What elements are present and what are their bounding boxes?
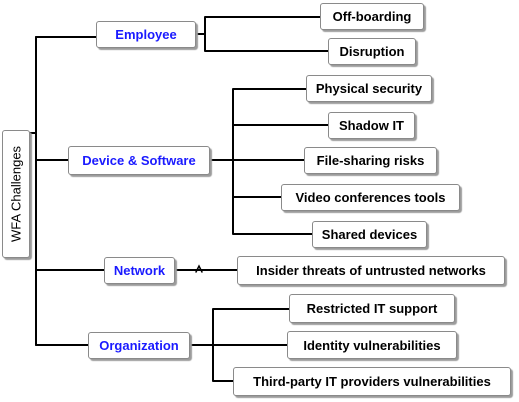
- leaf-shadow-it: Shadow IT: [328, 112, 415, 139]
- root-node: WFA Challenges: [2, 130, 30, 258]
- leaf-off-boarding: Off-boarding: [320, 3, 424, 30]
- leaf-shared-devices: Shared devices: [312, 221, 427, 248]
- leaf-identity-vulnerabilities: Identity vulnerabilities: [287, 331, 457, 359]
- category-organization: Organization: [88, 332, 190, 359]
- leaf-insider-threats: Insider threats of untrusted networks: [237, 256, 505, 285]
- leaf-video-conferences-tools: Video conferences tools: [281, 184, 460, 211]
- category-device-software: Device & Software: [68, 146, 210, 175]
- category-network: Network: [104, 257, 175, 284]
- leaf-restricted-it-support: Restricted IT support: [289, 294, 455, 323]
- leaf-disruption: Disruption: [328, 38, 416, 65]
- root-label: WFA Challenges: [8, 145, 24, 243]
- leaf-third-party-it-providers: Third-party IT providers vulnerabilities: [233, 367, 511, 396]
- category-employee: Employee: [96, 21, 196, 48]
- leaf-physical-security: Physical security: [306, 75, 432, 102]
- leaf-file-sharing-risks: File-sharing risks: [304, 147, 437, 174]
